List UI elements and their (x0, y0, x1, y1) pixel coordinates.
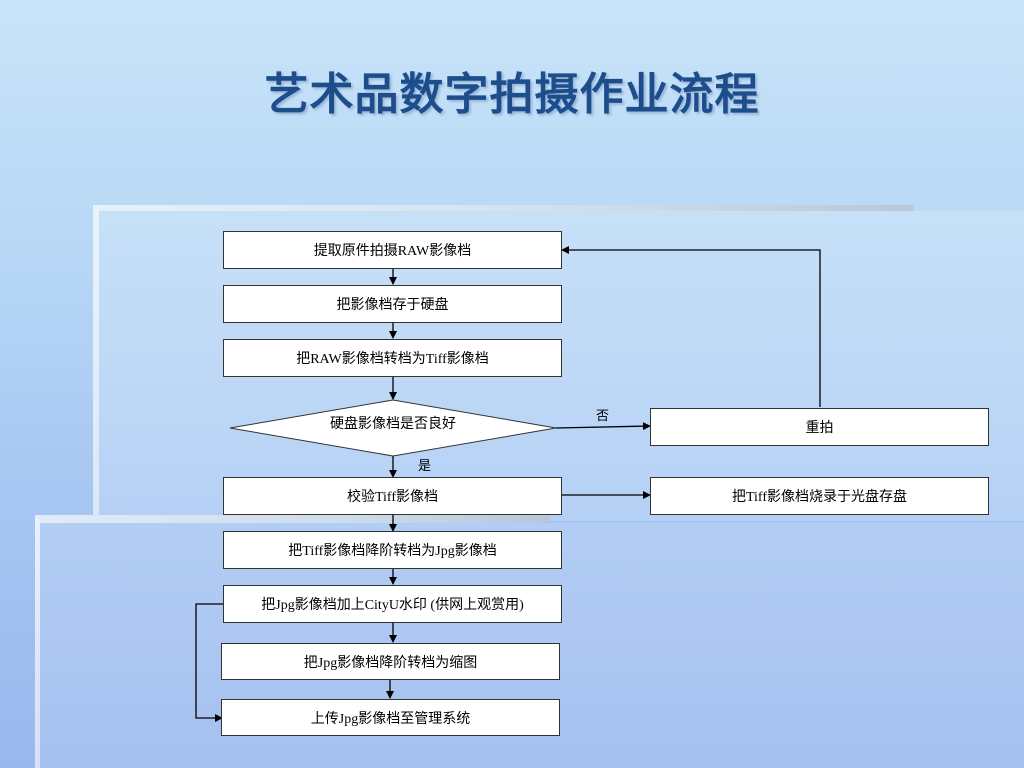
step-verify-tiff: 校验Tiff影像档 (223, 477, 562, 515)
page-title: 艺术品数字拍摄作业流程 (264, 69, 760, 120)
decorative-band-left-lower (35, 518, 40, 768)
decorative-band-top (95, 205, 913, 211)
step-reshoot: 重拍 (650, 408, 989, 446)
decision-label: 硬盘影像档是否良好 (330, 417, 456, 432)
step-convert-to-tiff: 把RAW影像档转档为Tiff影像档 (223, 339, 562, 377)
step-capture-raw: 提取原件拍摄RAW影像档 (223, 231, 562, 269)
step-watermark: 把Jpg影像档加上CityU水印 (供网上观赏用) (223, 585, 562, 623)
step-upload: 上传Jpg影像档至管理系统 (221, 699, 560, 736)
label-no: 否 (596, 408, 610, 423)
arrow-reshoot-to-capture (561, 246, 821, 407)
decorative-band-left (93, 205, 99, 520)
step-save-to-disk: 把影像档存于硬盘 (223, 285, 562, 323)
step-burn-disc: 把Tiff影像档烧录于光盘存盘 (650, 477, 989, 515)
step-thumbnail: 把Jpg影像档降阶转档为缩图 (221, 643, 560, 680)
decision-diamond (229, 399, 557, 457)
arrow-watermark-to-upload (195, 603, 223, 722)
decorative-band-middle (35, 515, 550, 523)
label-yes: 是 (418, 458, 432, 473)
arrow-decision-no-to-reshoot (555, 422, 651, 431)
step-tiff-to-jpg: 把Tiff影像档降阶转档为Jpg影像档 (223, 531, 562, 569)
